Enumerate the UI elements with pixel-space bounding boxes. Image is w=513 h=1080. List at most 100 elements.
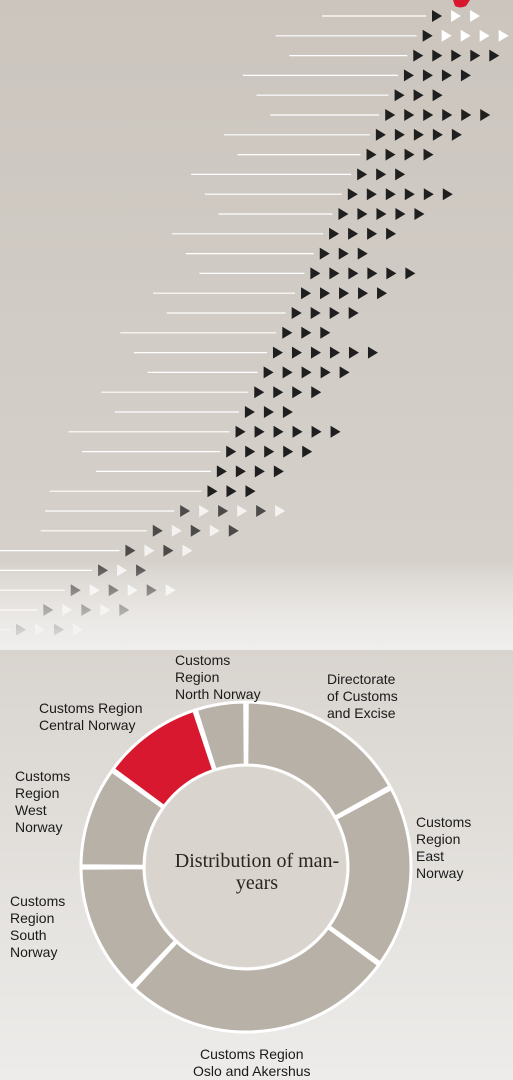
arrow-head [282,406,293,418]
arrow-head [432,10,442,22]
arrow-head [432,89,443,102]
arrow-head [451,49,462,62]
arrow-head [339,366,350,379]
arrow-head [460,29,471,42]
arrow-head [395,168,406,181]
arrow-head [339,287,350,300]
arrow-head [441,29,452,42]
arrow-head [413,49,424,62]
arrow-head [329,227,340,240]
arrow-head [311,386,322,399]
arrow-head [460,69,471,82]
arrow-head [256,505,267,517]
arrow-head [235,425,246,438]
arrow-head [245,445,256,458]
arrow-head [357,168,368,181]
arrow-head [263,406,274,418]
arrow-head [320,326,331,339]
donut-segment-2 [131,925,381,1034]
arrow-head [209,524,220,537]
label-north-norway: Customs Region North Norway [175,652,261,702]
donut-segment-5 [111,708,216,809]
arrow-head [442,109,453,121]
arrow-head [330,425,341,438]
arrow-head [348,346,359,359]
arrow-head [245,485,256,498]
arrow-head [292,386,303,399]
label-west-norway: Customs Region West Norway [15,768,71,835]
arrow-head [292,425,303,438]
arrow-head [404,109,415,121]
arrow-head [272,346,283,359]
arrow-head [282,326,293,339]
arrow-head [310,346,321,359]
arrow-head [338,247,349,260]
arrow-head [310,307,321,319]
arrow-head [338,208,349,220]
arrow-head [423,148,434,161]
arrow-head [376,168,387,181]
arrow-head [377,287,388,300]
arrow-head [216,465,227,478]
arrow-head [152,524,163,537]
arrow-head [163,544,174,557]
arrow-head [329,307,340,319]
arrow-head [461,109,472,121]
arrow-head [254,386,265,399]
arrow-head [385,109,396,121]
arrow-head [311,425,322,438]
arrow-head [394,128,405,141]
arrow-head [264,445,275,458]
arrow-head [180,505,191,517]
arrow-head [385,148,396,161]
arrow-head [301,287,312,300]
arrow-head [357,247,368,260]
arrow-head [422,69,433,82]
arrow-head [403,69,414,82]
arrow-head [144,544,155,557]
arrow-head [423,109,434,121]
label-central-norway: Customs Region Central Norway [39,700,143,733]
arrow-head [442,188,453,201]
arrow-head [310,267,321,280]
arrow-head [432,49,443,62]
donut-segment-6 [194,700,247,772]
donut-segment-1 [326,786,413,966]
arrow-head [366,188,377,201]
arrow-head [385,188,396,201]
arrow-head [329,267,340,280]
arrow-head [367,267,378,280]
arrow-head [190,524,201,537]
arrow-head [235,465,246,478]
arrow-head [413,89,424,102]
arrow-head [244,406,255,418]
arrow-head [479,29,490,42]
arrow-head [263,366,274,379]
arrow-head [404,148,415,161]
arrow-head [423,188,434,201]
arrow-head [228,524,239,537]
arrow-head [451,128,462,141]
label-south-norway: Customs Region South Norway [10,893,66,960]
arrow-head [395,208,406,220]
arrow-head [226,485,237,498]
arrow-head [302,445,313,458]
arrow-head [451,10,461,22]
arrow-head [291,346,302,359]
arrow-head [348,267,359,280]
arrow-head [404,188,415,201]
background-fade [0,560,513,650]
arrow-head [319,247,330,260]
arrow-head [367,346,378,359]
label-oslo-akershus: Customs Region Oslo and Akershus [193,1046,311,1079]
arrow-head [413,128,424,141]
arrow-head [347,188,358,201]
arrow-head [125,544,136,557]
arrow-head [489,49,500,62]
arrow-head [207,485,218,498]
arrow-head [348,307,359,319]
arrow-head [282,366,293,379]
red-corner-mark [453,0,470,8]
arrow-head [480,109,491,121]
